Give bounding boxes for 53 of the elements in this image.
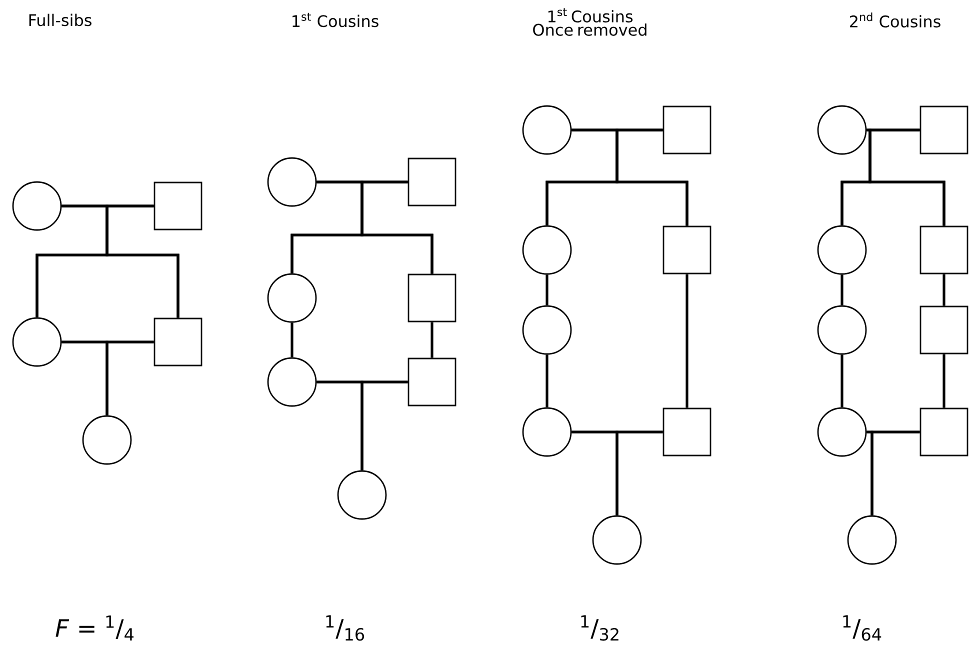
coefficient-value: $^{1}$/$_{32}$: [581, 615, 618, 641]
male-square: [920, 306, 968, 354]
female-circle: [817, 305, 867, 355]
female-circle: [522, 105, 572, 155]
female-circle: [817, 407, 867, 457]
male-square: [154, 182, 202, 230]
male-square: [154, 318, 202, 366]
female-circle: [522, 305, 572, 355]
female-circle: [337, 470, 387, 520]
descent-line: [686, 274, 688, 408]
column-title: 2$^{nd}$ Cousins: [850, 12, 940, 28]
female-circle: [82, 415, 132, 465]
male-square: [920, 106, 968, 154]
male-square: [920, 226, 968, 274]
male-square: [920, 408, 968, 456]
coefficient-value: F = $^{1}$/$_{4}$: [56, 615, 134, 640]
descent-line: [616, 128, 688, 226]
column-title: Full-sibs: [29, 14, 92, 26]
descent-line: [290, 322, 294, 358]
column-title: 1$^{st}$ Cousins: [292, 12, 378, 28]
male-square: [408, 158, 456, 206]
female-circle: [522, 407, 572, 457]
male-square: [662, 408, 712, 456]
female-circle: [12, 181, 62, 231]
descent-line: [106, 340, 154, 416]
male-square: [408, 358, 456, 406]
descent-line: [546, 274, 548, 306]
female-circle: [12, 317, 62, 367]
descent-line: [360, 180, 434, 274]
descent-line: [430, 322, 434, 358]
male-square: [662, 226, 712, 274]
female-circle: [522, 225, 572, 275]
descent-line: [840, 354, 844, 408]
male-square: [408, 274, 456, 322]
coefficient-value: $^{1}$/$_{64}$: [843, 615, 882, 641]
female-circle: [817, 105, 867, 155]
descent-line: [106, 204, 180, 318]
descent-line: [942, 354, 946, 408]
coefficient-value: $^{1}$/$_{16}$: [326, 615, 364, 641]
descent-line: [870, 430, 920, 516]
female-circle: [592, 515, 642, 565]
descent-line: [616, 430, 663, 516]
female-circle: [267, 273, 317, 323]
female-circle: [267, 157, 317, 207]
column-title: 1$^{st}$ Cousins Once removed: [533, 8, 646, 36]
female-circle: [267, 357, 317, 407]
descent-line: [942, 274, 946, 306]
descent-line: [546, 354, 548, 408]
descent-line: [840, 274, 844, 306]
descent-line: [360, 380, 408, 470]
male-square: [662, 106, 712, 154]
female-circle: [847, 515, 897, 565]
female-circle: [817, 225, 867, 275]
